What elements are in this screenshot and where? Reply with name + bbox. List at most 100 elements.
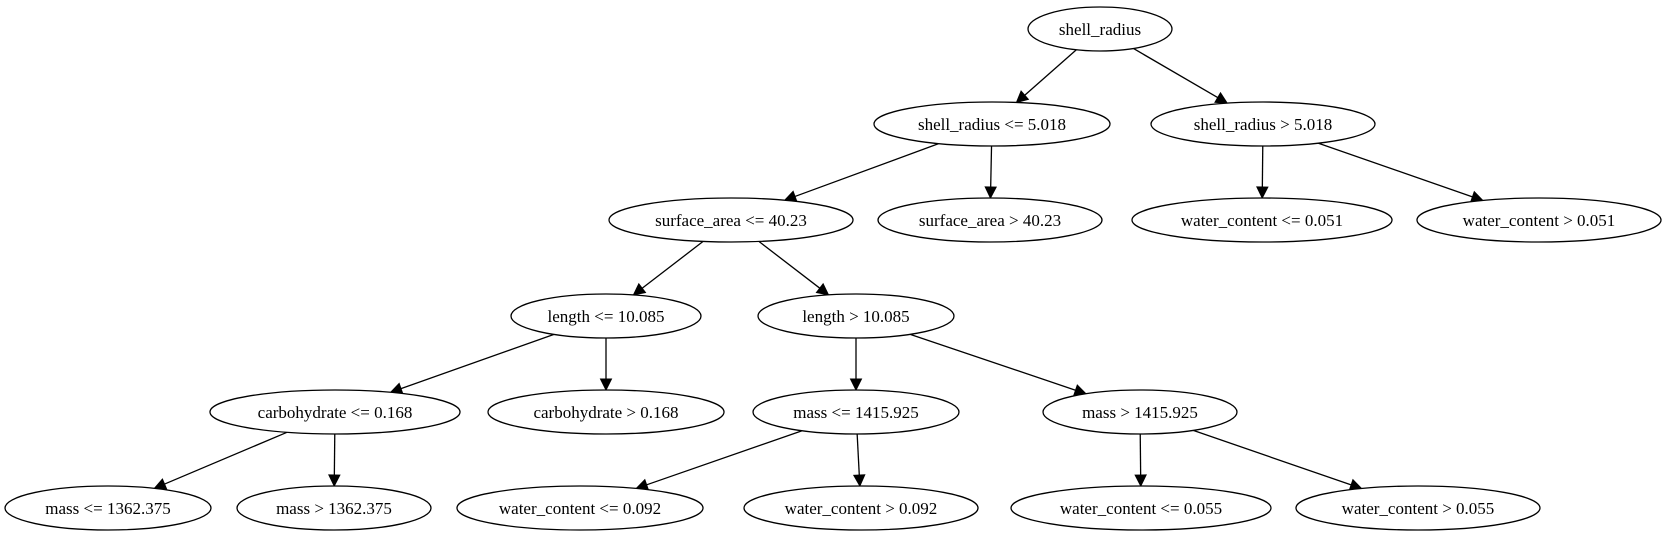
tree-edge [599, 338, 613, 392]
arrowhead-icon [849, 378, 863, 392]
arrowhead-icon [153, 478, 168, 490]
arrowhead-icon [1214, 91, 1229, 104]
edge-line [641, 240, 704, 289]
tree-node-water-content-le-0-092: water_content <= 0.092 [456, 485, 704, 531]
tree-edge [849, 338, 863, 392]
arrowhead-icon [815, 282, 830, 296]
arrowhead-icon [1256, 186, 1269, 200]
node-ellipse [1295, 485, 1541, 531]
tree-node-mass-le-1415-925: mass <= 1415.925 [752, 389, 960, 435]
tree-node-water-content-le-0-051: water_content <= 0.051 [1131, 197, 1393, 243]
arrowhead-icon [632, 282, 647, 296]
node-label: mass > 1415.925 [1082, 403, 1198, 422]
tree-node-surface-area-le-40-23: surface_area <= 40.23 [608, 197, 854, 243]
node-ellipse [873, 101, 1111, 147]
tree-node-carbohydrate-le-0-168: carbohydrate <= 0.168 [209, 389, 461, 435]
edge-line [646, 430, 803, 486]
edge-line [856, 433, 860, 476]
tree-node-water-content-gt-0-055: water_content > 0.055 [1295, 485, 1541, 531]
node-label: carbohydrate > 0.168 [533, 403, 678, 422]
node-label: water_content > 0.055 [1342, 499, 1495, 518]
tree-edge [910, 333, 1088, 397]
node-label: water_content <= 0.051 [1181, 211, 1343, 230]
node-ellipse [877, 197, 1103, 243]
tree-node-mass-le-1362-375: mass <= 1362.375 [4, 485, 212, 531]
arrowhead-icon [852, 474, 866, 488]
tree-node-mass-gt-1415-925: mass > 1415.925 [1042, 389, 1238, 435]
tree-edge [1015, 49, 1077, 104]
tree-edge [758, 240, 830, 296]
node-label: shell_radius <= 5.018 [918, 115, 1066, 134]
edges-layer [153, 47, 1484, 491]
tree-edge [1134, 433, 1147, 488]
tree-edge [984, 145, 998, 200]
edge-line [1133, 47, 1219, 99]
tree-node-water-content-le-0-055: water_content <= 0.055 [1010, 485, 1272, 531]
edge-line [910, 333, 1076, 391]
tree-node-length-gt-10-085: length > 10.085 [757, 293, 955, 339]
tree-node-water-content-gt-0-051: water_content > 0.051 [1416, 197, 1662, 243]
tree-edge [1256, 145, 1269, 200]
node-ellipse [743, 485, 979, 531]
node-label: water_content > 0.092 [785, 499, 938, 518]
edge-line [164, 431, 288, 485]
node-ellipse [1150, 101, 1376, 147]
edge-line [1193, 429, 1352, 486]
node-label: water_content <= 0.055 [1060, 499, 1222, 518]
tree-node-shell-radius-gt-5-018: shell_radius > 5.018 [1150, 101, 1376, 147]
node-label: carbohydrate <= 0.168 [258, 403, 413, 422]
edge-line [400, 333, 555, 390]
node-ellipse [608, 197, 854, 243]
node-ellipse [487, 389, 725, 435]
edge-line [758, 240, 821, 289]
arrowhead-icon [328, 474, 341, 488]
node-ellipse [752, 389, 960, 435]
edge-line [794, 143, 939, 198]
tree-node-surface-area-gt-40-23: surface_area > 40.23 [877, 197, 1103, 243]
node-ellipse [757, 293, 955, 339]
node-label: mass <= 1362.375 [45, 499, 170, 518]
tree-edge [328, 433, 341, 488]
tree-edge [783, 143, 939, 203]
node-ellipse [456, 485, 704, 531]
tree-node-water-content-gt-0-092: water_content > 0.092 [743, 485, 979, 531]
node-ellipse [4, 485, 212, 531]
arrowhead-icon [984, 186, 998, 200]
tree-node-length-le-10-085: length <= 10.085 [510, 293, 702, 339]
arrowhead-icon [1134, 474, 1147, 488]
node-label: shell_radius > 5.018 [1194, 115, 1333, 134]
arrowhead-icon [1015, 90, 1030, 104]
node-ellipse [209, 389, 461, 435]
tree-edge [1317, 142, 1484, 203]
node-ellipse [236, 485, 432, 531]
node-label: shell_radius [1059, 20, 1141, 39]
node-ellipse [1416, 197, 1662, 243]
edge-line [990, 145, 993, 188]
node-label: mass > 1362.375 [276, 499, 392, 518]
node-ellipse [1010, 485, 1272, 531]
tree-node-shell-radius-le-5-018: shell_radius <= 5.018 [873, 101, 1111, 147]
node-ellipse [1042, 389, 1238, 435]
tree-edge [852, 433, 866, 488]
node-label: mass <= 1415.925 [793, 403, 918, 422]
edge-line [1024, 49, 1077, 96]
tree-edge [635, 430, 803, 491]
tree-edge [389, 333, 555, 395]
tree-node-mass-gt-1362-375: mass > 1362.375 [236, 485, 432, 531]
tree-node-shell-radius: shell_radius [1027, 6, 1173, 52]
node-label: water_content <= 0.092 [499, 499, 661, 518]
node-ellipse [1131, 197, 1393, 243]
node-ellipse [510, 293, 702, 339]
node-label: length > 10.085 [802, 307, 909, 326]
tree-edge [632, 240, 704, 296]
node-label: surface_area > 40.23 [919, 211, 1061, 230]
edge-line [1317, 142, 1473, 198]
arrowhead-icon [599, 378, 613, 392]
node-label: surface_area <= 40.23 [655, 211, 807, 230]
node-label: water_content > 0.051 [1463, 211, 1616, 230]
node-ellipse [1027, 6, 1173, 52]
tree-edge [1193, 429, 1363, 491]
nodes-layer: shell_radius shell_radius <= 5.018 shell_r… [4, 6, 1662, 531]
node-label: length <= 10.085 [548, 307, 665, 326]
